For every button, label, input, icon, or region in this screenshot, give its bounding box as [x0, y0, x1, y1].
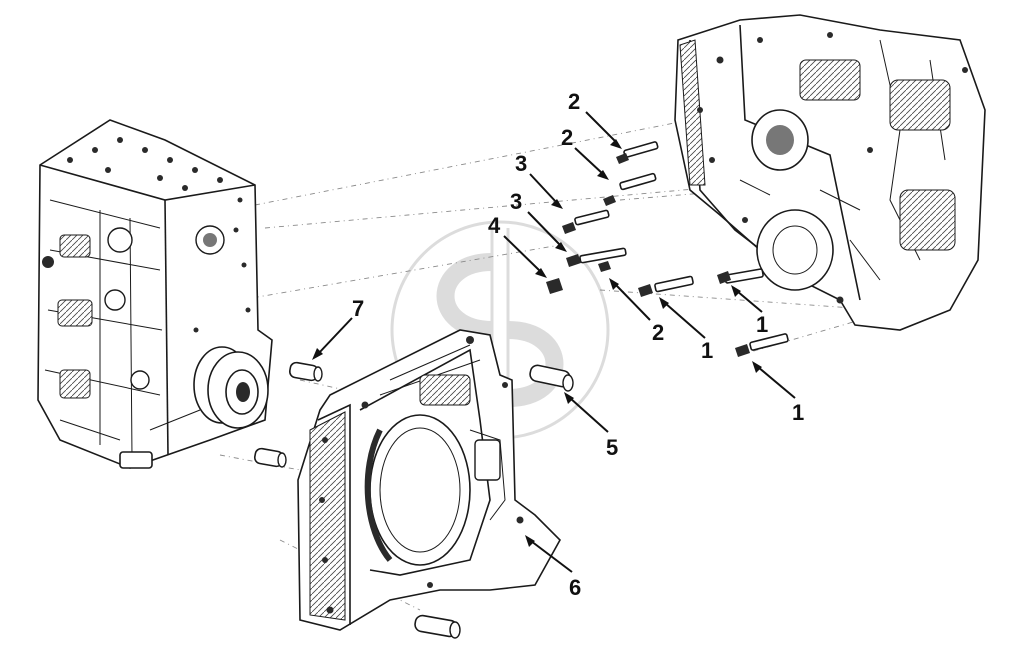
callout-labels: 2 2 3 3 4 2 1 1 1 5 6 7	[352, 89, 804, 600]
bolt-3-upper	[562, 209, 610, 234]
bolt-1-right-lower	[735, 333, 789, 357]
bolt-1-right-upper	[717, 268, 764, 284]
engine-block-right	[674, 14, 986, 331]
callout-3a: 3	[515, 151, 527, 176]
dowel-pin-lower	[253, 447, 287, 468]
dowel-pin-upper	[288, 361, 323, 382]
callout-7: 7	[352, 296, 364, 321]
callout-6: 6	[569, 575, 581, 600]
callout-1a: 1	[701, 338, 713, 363]
callout-2b: 2	[561, 125, 573, 150]
dowel-pin-bottom	[414, 614, 461, 639]
timing-cover-plate	[297, 329, 561, 631]
bolt-1-center	[638, 275, 694, 297]
bolt-3-lower	[566, 247, 627, 267]
sleeve-part-5	[529, 364, 574, 392]
engine-block-left	[37, 119, 273, 469]
callout-3b: 3	[510, 189, 522, 214]
bolt-2-mid	[603, 172, 657, 206]
callout-2a: 2	[568, 89, 580, 114]
callout-4: 4	[488, 213, 501, 238]
callout-1c: 1	[792, 400, 804, 425]
leader-lines	[312, 111, 796, 573]
callout-5: 5	[606, 435, 618, 460]
bolt-2-top	[616, 141, 659, 164]
bolt-4	[546, 278, 563, 294]
callout-2c: 2	[652, 320, 664, 345]
callout-1b: 1	[756, 312, 768, 337]
bolt-2-low	[598, 261, 611, 272]
